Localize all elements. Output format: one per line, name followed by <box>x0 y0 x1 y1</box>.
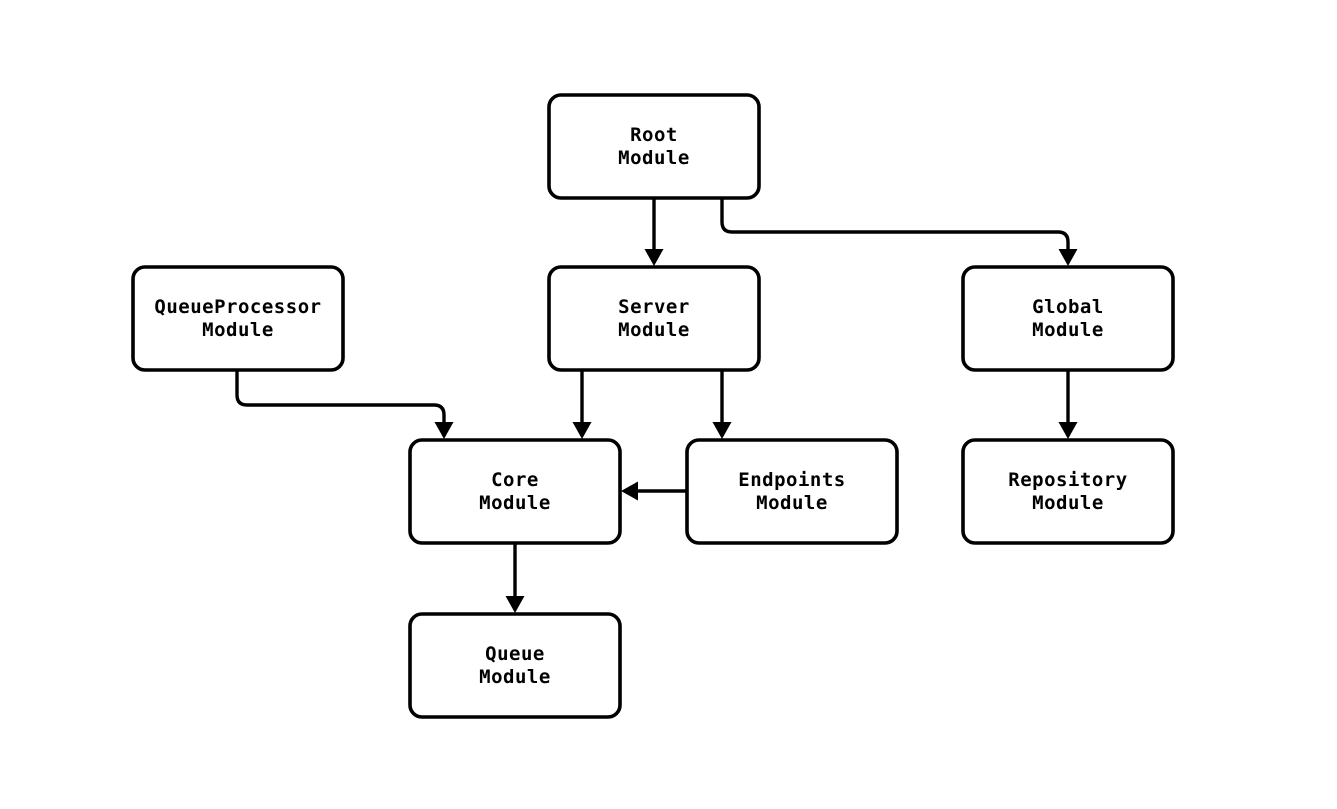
node-label-secondary: Module <box>1032 319 1104 341</box>
arrowhead-icon <box>1058 422 1078 439</box>
arrowhead-icon <box>1058 249 1078 266</box>
arrowhead-icon <box>712 422 732 439</box>
node-label-secondary: Module <box>479 492 551 514</box>
edge-root-to-server <box>644 198 664 266</box>
node-label-primary: Endpoints <box>738 469 845 491</box>
edge-line <box>720 198 1070 249</box>
node-box[interactable] <box>685 438 899 545</box>
node-label-primary: QueueProcessor <box>154 296 321 318</box>
node-label-secondary: Module <box>618 319 690 341</box>
node-box[interactable] <box>408 438 622 545</box>
node-label-secondary: Module <box>202 319 274 341</box>
node-label-secondary: Module <box>756 492 828 514</box>
arrowhead-icon <box>621 481 638 501</box>
node-label-secondary: Module <box>479 666 551 688</box>
edge-core-to-queue <box>505 543 525 613</box>
node-label-primary: Global <box>1032 296 1104 318</box>
node-label-primary: Root <box>630 124 678 146</box>
node-label-primary: Repository <box>1008 469 1127 491</box>
node-box[interactable] <box>131 265 345 372</box>
edge-endpoints-to-core <box>621 481 687 501</box>
edge-queueprocessor-to-core <box>235 370 454 439</box>
node-label-primary: Server <box>618 296 690 318</box>
node-box[interactable] <box>547 93 761 200</box>
arrowhead-icon <box>644 249 664 266</box>
arrowhead-icon <box>572 422 592 439</box>
node-box[interactable] <box>547 265 761 372</box>
edges-layer <box>235 198 1078 613</box>
edge-root-to-global <box>720 198 1078 266</box>
node-box[interactable] <box>961 438 1175 545</box>
node-label-primary: Queue <box>485 643 545 665</box>
node-label-secondary: Module <box>1032 492 1104 514</box>
edge-server-to-core <box>572 370 592 439</box>
arrowhead-icon <box>505 596 525 613</box>
node-label-secondary: Module <box>618 147 690 169</box>
node-box[interactable] <box>961 265 1175 372</box>
node-box[interactable] <box>408 612 622 719</box>
edge-server-to-endpoints <box>712 370 732 439</box>
arrowhead-icon <box>434 422 454 439</box>
edge-line <box>235 370 446 422</box>
edge-global-to-repository <box>1058 370 1078 439</box>
nodes-layer: RootModuleQueueProcessorModuleServerModu… <box>131 93 1175 719</box>
node-label-primary: Core <box>491 469 539 491</box>
